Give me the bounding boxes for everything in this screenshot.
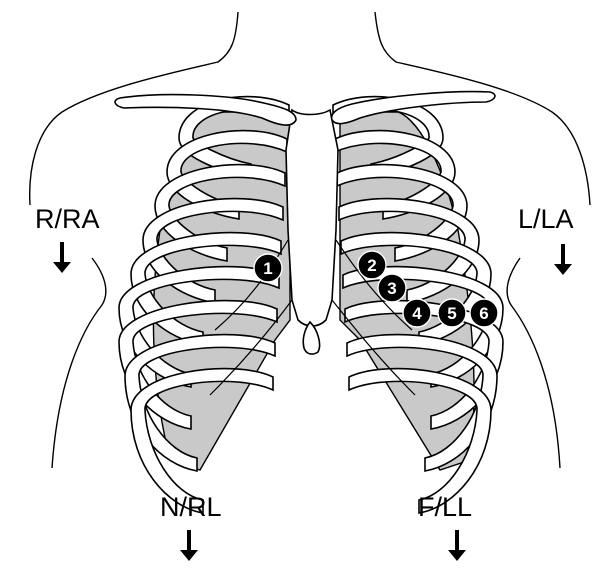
electrode-v2: 2 — [358, 251, 386, 279]
arrow-down-icon — [447, 530, 467, 562]
electrode-v5: 5 — [438, 299, 466, 327]
electrode-number: 1 — [263, 259, 272, 278]
electrode-number: 2 — [367, 256, 376, 275]
arrow-down-icon — [179, 530, 199, 562]
left-clavicle — [332, 92, 495, 124]
electrode-v1: 1 — [254, 254, 282, 282]
electrode-number: 3 — [387, 279, 396, 298]
electrode-number: 6 — [479, 304, 488, 323]
electrode-v4: 4 — [403, 299, 431, 327]
electrode-number: 4 — [412, 304, 422, 323]
arrow-down-icon — [553, 244, 573, 276]
lead-label-ra: R/RA — [35, 206, 100, 233]
arrow-down-icon — [52, 242, 72, 274]
electrode-v3: 3 — [378, 274, 406, 302]
sternum — [286, 110, 338, 326]
electrode-v6: 6 — [470, 299, 498, 327]
lead-label-rl: N/RL — [160, 494, 222, 521]
lead-label-ll: F/LL — [418, 494, 472, 521]
xiphoid — [303, 322, 319, 354]
electrode-number: 5 — [447, 304, 456, 323]
lead-label-la: L/LA — [518, 206, 574, 233]
